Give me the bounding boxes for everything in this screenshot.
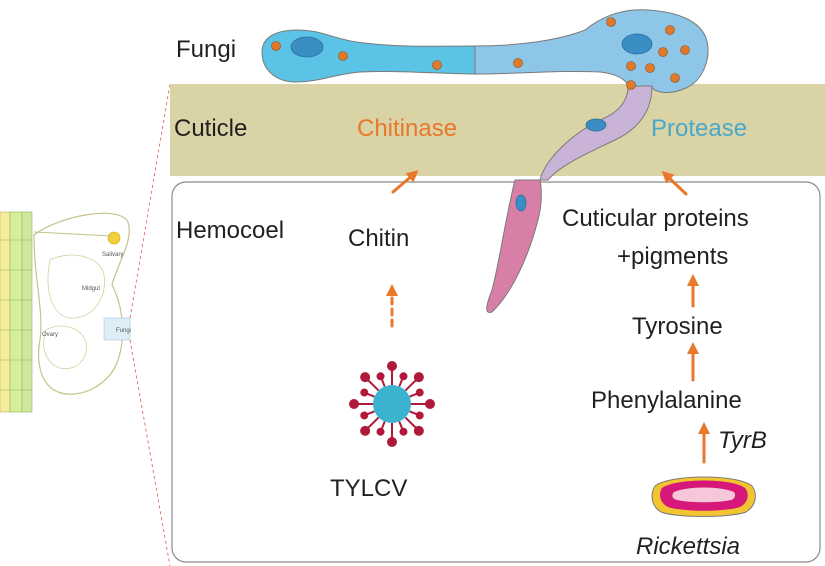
thumb-ovary-label: Ovary [42, 332, 58, 338]
tyrb-label: TyrB [718, 427, 767, 454]
thumb-salivary-label: Salivary [102, 252, 123, 258]
cuticle-band [170, 84, 825, 176]
chitin-label: Chitin [348, 225, 409, 252]
cuticle-label: Cuticle [174, 115, 247, 142]
tyrosine-label: Tyrosine [632, 313, 723, 340]
chitinase-label: Chitinase [357, 115, 457, 142]
hemocoel-label: Hemocoel [176, 217, 284, 244]
protease-label: Protease [651, 115, 747, 142]
cuticular-proteins-label: Cuticular proteins [562, 205, 749, 232]
insect-anatomy-thumbnail: Salivary Midgut Ovary Fungi [0, 211, 131, 413]
thumb-fungi-label: Fungi [116, 328, 131, 334]
zoom-guide-lines [129, 83, 171, 566]
hemocoel-box [171, 181, 821, 563]
fungi-label: Fungi [176, 36, 236, 63]
phenylalanine-label: Phenylalanine [591, 387, 742, 414]
pigments-label: +pigments [617, 243, 728, 270]
tylcv-label: TYLCV [330, 475, 407, 502]
fungal-hypha-icon [261, 9, 709, 314]
arrow-chitin-to-chitinase [391, 170, 419, 194]
rickettsia-bacterium-icon [651, 476, 756, 517]
thumb-midgut-label: Midgut [82, 286, 100, 292]
arrow-proteins-to-protease [661, 170, 688, 196]
virus-icon [349, 361, 435, 447]
rickettsia-label: Rickettsia [636, 533, 740, 560]
